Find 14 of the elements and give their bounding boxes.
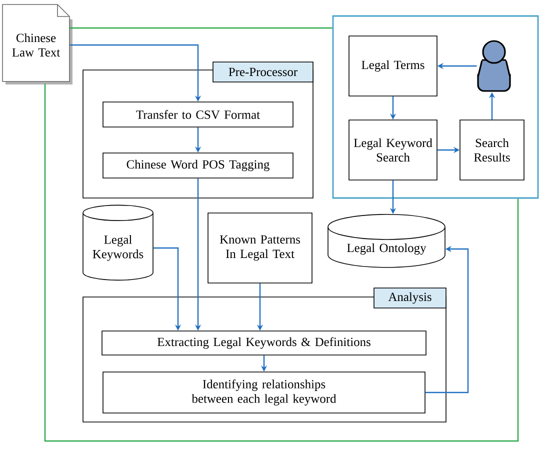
database-cylinder: Legal Ontology <box>328 214 446 268</box>
connector-line <box>70 27 332 29</box>
connector-line <box>44 84 519 442</box>
database-cylinder: Legal Keywords <box>82 204 154 281</box>
process-box: Known Patterns In Legal Text <box>208 212 312 284</box>
process-box: Legal Terms <box>348 36 438 96</box>
person-icon <box>477 40 511 92</box>
process-box: Chinese Word POS Tagging <box>102 152 294 178</box>
process-box: Extracting Legal Keywords & Definitions <box>102 330 426 356</box>
process-box: Transfer to CSV Format <box>102 102 294 128</box>
search-panel <box>332 15 539 199</box>
process-box: Search Results <box>460 120 524 180</box>
process-box: Identifying relationships between each legal keyword <box>102 372 426 414</box>
process-box: Legal Keyword Search <box>348 120 438 180</box>
